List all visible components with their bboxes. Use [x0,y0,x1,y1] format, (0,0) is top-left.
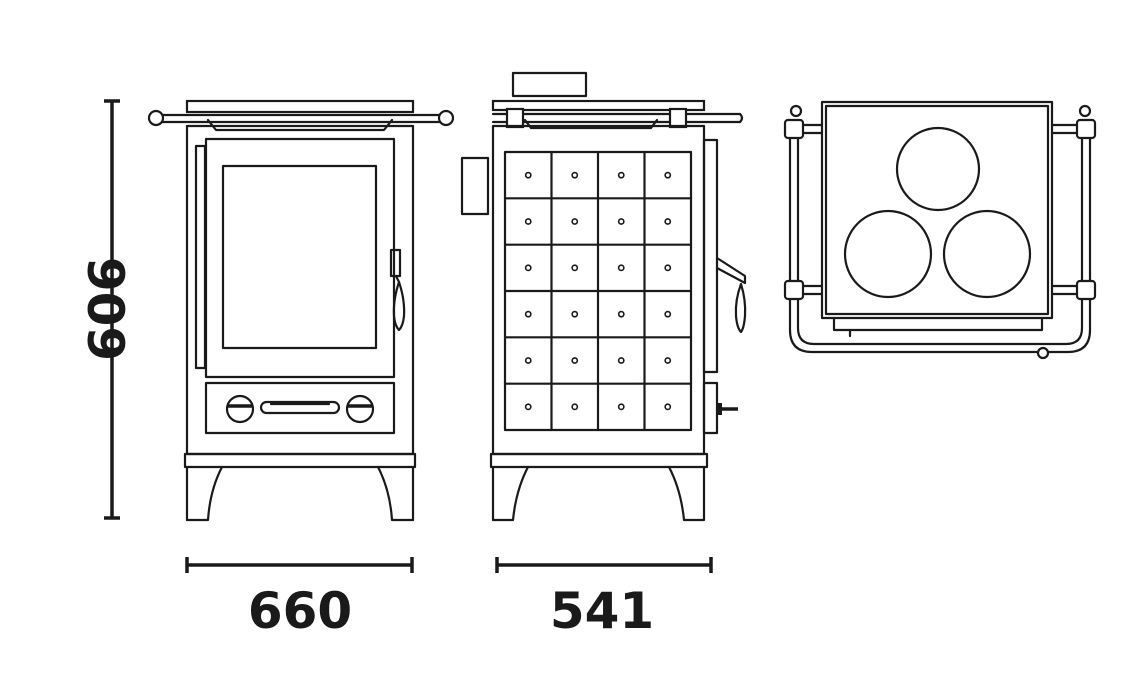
front-view [147,99,455,522]
height-dimension-label: 909 [76,257,134,361]
top-hotplate-rear [895,126,981,212]
side-leg-right [667,465,706,522]
top-rail-inner [796,118,1084,346]
depth-dimension-label: 541 [550,582,654,640]
front-ash-drawer [204,381,396,435]
tile-stud [664,218,672,225]
front-air-control-left [225,394,255,424]
front-base-plinth [183,452,417,469]
side-rail-bracket-left [505,107,525,129]
tile-stud [571,357,579,364]
top-hotplate-left [843,209,933,299]
front-leg-left [185,465,224,522]
front-air-control-right [345,394,375,424]
tile-stud [664,403,672,411]
side-view [460,71,747,522]
tile-stud [617,264,625,272]
side-top-lip [523,118,659,130]
side-tile-grid [503,150,693,432]
top-plate [820,100,1054,320]
top-view [783,100,1097,360]
tile-stud [524,403,532,411]
front-rail-end-right [437,109,455,127]
top-rail-outer [788,118,1092,354]
width-dimension-label: 660 [248,582,352,640]
side-leg-left [491,465,530,522]
tile-stud [664,264,672,272]
side-rear-spigot [460,156,490,216]
top-rail-joint-1 [783,118,805,140]
tile-stud [571,264,579,272]
tile-stud [571,171,579,179]
front-door-hinge [194,144,207,370]
front-door-latch [389,248,402,278]
tile-stud [617,357,625,364]
top-hotplate-right [942,209,1032,299]
side-door-profile [702,138,719,374]
side-rail-bracket-right [668,107,688,129]
tile-stud [571,218,579,225]
tile-stud [617,171,625,179]
tile-stud [664,310,672,318]
top-rail-joint-4 [1075,279,1097,301]
side-drawer-profile [702,381,719,435]
tile-stud [617,403,625,411]
tile-stud [524,264,532,272]
width-dimension: 660 [185,557,414,640]
top-rail-joint-2 [783,279,805,301]
tile-stud [571,310,579,318]
height-dimension: 909 [76,99,134,520]
tile-stud [524,171,532,179]
tile-stud [571,403,579,411]
side-flue-outlet [511,71,588,98]
depth-dimension: 541 [495,557,713,640]
front-door-glass [221,164,378,350]
side-handle-lever [715,256,747,285]
tile-stud [524,357,532,364]
tile-stud [664,357,672,364]
top-rail-joint-3 [1075,118,1097,140]
top-plinth-edge [832,316,1044,332]
tile-stud [524,218,532,225]
front-leg-right [376,465,415,522]
tile-stud [617,218,625,225]
front-rail-end-left [147,109,165,127]
tile-stud [617,310,625,318]
front-top-plate [185,99,415,114]
tile-stud [524,310,532,318]
front-door [204,137,396,379]
side-door-handle [734,282,747,334]
side-base-plinth [489,452,709,469]
tile-stud [664,171,672,179]
front-door-handle [392,280,406,332]
side-top-plate [491,99,706,112]
